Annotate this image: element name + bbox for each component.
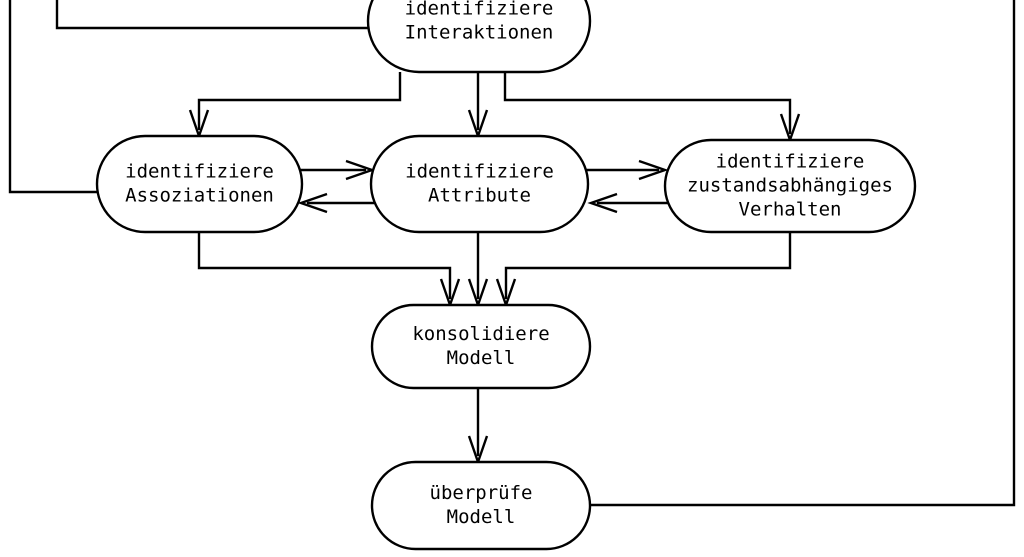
nodes-layer: identifiziereInteraktionenidentifiziereA…	[95, 0, 917, 551]
edge-assoziationen-to-konsolidiere	[197, 232, 461, 309]
edge-assoziationen-to-attribute	[297, 159, 376, 181]
node-label-konsolidiere: Modell	[447, 347, 516, 369]
node-outline-interaktionen	[366, 0, 592, 74]
edge-attribute-to-verhalten	[586, 159, 669, 181]
edge-assoziationen-to-offpage-left	[8, 0, 97, 194]
edge-interaktionen-to-assoziationen	[188, 72, 402, 140]
edge-attribute-to-konsolidiere	[467, 232, 489, 309]
node-label-attribute: Attribute	[428, 185, 531, 207]
edge-ueberpruefe-to-offpage-right	[590, 0, 1016, 507]
node-label-interaktionen: identifiziere	[405, 0, 554, 20]
edge-offpage-top-to-interaktionen	[55, 0, 372, 30]
edge-interaktionen-to-verhalten	[503, 72, 801, 144]
node-label-attribute: identifiziere	[405, 161, 554, 183]
edge-konsolidiere-to-ueberpruefe	[467, 388, 489, 466]
arrowhead-icon	[587, 192, 618, 214]
edges-layer	[8, 0, 1016, 507]
edge-interaktionen-to-attribute	[467, 72, 489, 140]
node-outline-verhalten	[663, 138, 917, 234]
arrowhead-icon	[297, 192, 328, 214]
node-label-verhalten: identifiziere	[716, 151, 865, 173]
node-label-ueberpruefe: Modell	[447, 506, 516, 528]
node-label-verhalten: Verhalten	[739, 199, 842, 221]
node-label-verhalten: zustandsabhängiges	[687, 175, 893, 197]
node-label-konsolidiere: konsolidiere	[412, 323, 549, 345]
node-label-assoziationen: Assoziationen	[125, 185, 274, 207]
node-outline-konsolidiere	[370, 303, 592, 390]
edge-verhalten-to-konsolidiere	[495, 232, 792, 309]
node-label-assoziationen: identifiziere	[125, 161, 274, 183]
edge-attribute-to-assoziationen	[297, 192, 376, 214]
edge-verhalten-to-attribute	[587, 192, 670, 214]
node-label-interaktionen: Interaktionen	[405, 22, 554, 44]
node-label-ueberpruefe: überprüfe	[430, 482, 533, 504]
node-outline-ueberpruefe	[370, 460, 592, 551]
arrowhead-icon	[638, 159, 669, 181]
node-outline-assoziationen	[95, 134, 304, 234]
node-outline-attribute	[369, 134, 590, 234]
